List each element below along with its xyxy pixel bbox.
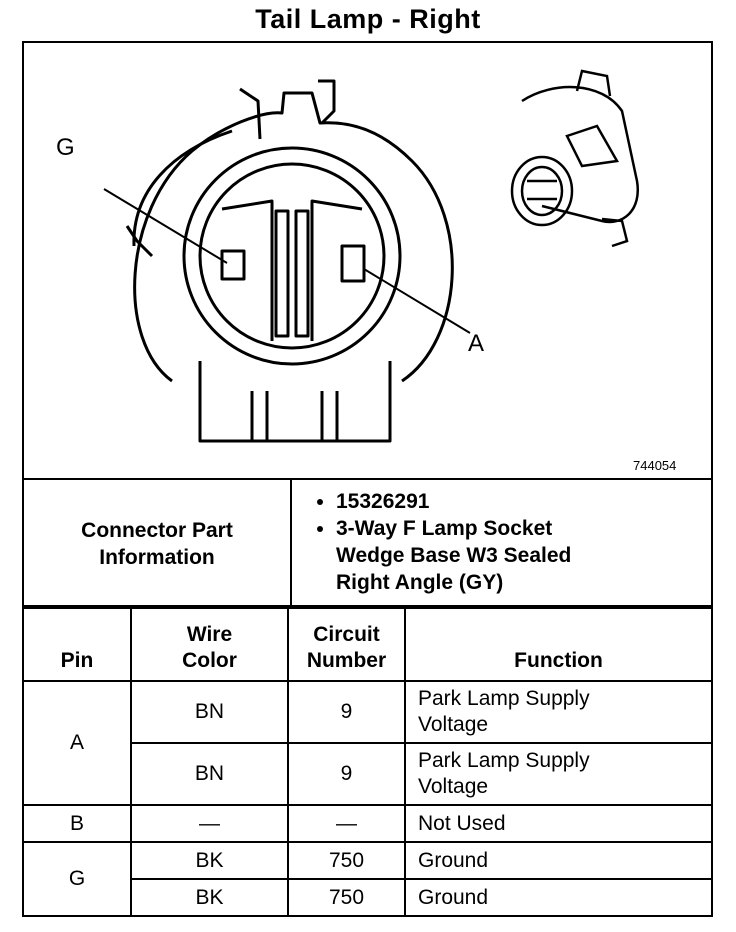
part-number: 15326291 [336,488,711,515]
wire-cell: — [130,804,289,843]
table-row: G BK 750 Ground [22,841,713,917]
circuit-cell: — [287,804,406,843]
header-pin: Pin [22,605,132,682]
connector-info-details: 15326291 3-Way F Lamp Socket Wedge Base … [290,478,713,609]
table-row: B — — Not Used [22,804,713,843]
connector-perspective-view [510,69,640,248]
connector-info-label: Connector Part Information [22,478,292,609]
leader-a [363,268,471,334]
pin-cell: A [22,680,132,806]
header-wire-color: Wire Color [130,605,289,682]
pin-cell: G [22,841,132,917]
table-row: BN 9 Park Lamp Supply Voltage [23,742,713,806]
pin-table: Pin Wire Color Circuit Number Function A… [22,605,713,917]
circuit-cell: 750 [287,841,406,880]
connector-description: 3-Way F Lamp Socket Wedge Base W3 Sealed… [336,515,711,596]
terminal-g [220,249,246,281]
connector-diagram [103,69,640,443]
function-cell: Park Lamp Supply Voltage [404,680,713,744]
socket-bore [198,162,386,350]
wire-cell: BK [130,878,289,917]
top-tab-right [318,79,336,125]
header-function: Function [404,605,713,682]
header-circuit-number: Circuit Number [287,605,406,682]
circuit-cell: 9 [287,680,406,744]
wire-cell: BN [130,742,289,806]
pin-cell: B [22,804,132,843]
table-row: BK 750 Ground [23,878,713,917]
function-cell: Ground [404,878,713,917]
socket-inner-ring [182,146,402,366]
function-cell: Park Lamp Supply Voltage [404,742,713,806]
top-tab-left [239,87,262,140]
wire-cell: BN [130,680,289,744]
callout-g: G [56,134,75,161]
lower-body [198,361,392,443]
function-cell: Not Used [404,804,713,843]
connector-info-table: Connector Part Information 15326291 3-Wa… [22,478,713,609]
wire-cell: BK [130,841,289,880]
housing-ring [133,91,454,383]
callout-a: A [468,330,485,357]
housing-lip [132,129,233,247]
figure-number: 744054 [633,458,677,473]
circuit-cell: 750 [287,878,406,917]
terminal-a [340,244,366,283]
circuit-cell: 9 [287,742,406,806]
page-title: Tail Lamp - Right [255,4,481,34]
function-cell: Ground [404,841,713,880]
leader-g [103,188,228,264]
table-row: A BN 9 Park Lamp Supply Voltage [22,680,713,806]
